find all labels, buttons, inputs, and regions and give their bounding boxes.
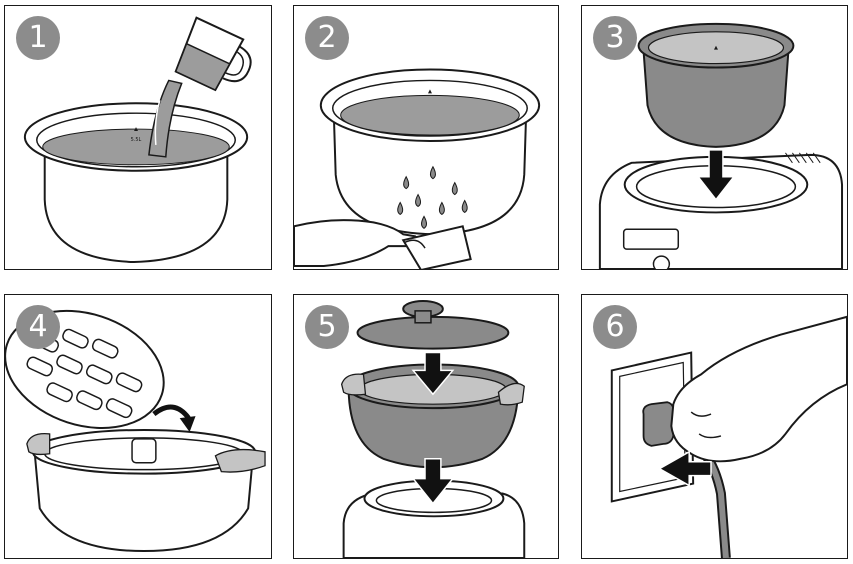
step-6-badge: 6	[593, 305, 637, 349]
step-3-panel: 3	[581, 5, 848, 270]
step-1-badge: 1	[16, 16, 60, 60]
step-4-badge: 4	[16, 305, 60, 349]
step-3-badge: 3	[593, 16, 637, 60]
pot-marking: 5.5L	[131, 137, 142, 143]
step-4-panel: 4	[4, 294, 272, 559]
step-6-panel: 6	[581, 294, 848, 559]
step-2-badge: 2	[305, 16, 349, 60]
step-2-panel: 2	[293, 5, 559, 270]
step-5-panel: 5	[293, 294, 559, 559]
step-5-badge: 5	[305, 305, 349, 349]
step-1-panel: 1 5.5L	[4, 5, 272, 270]
